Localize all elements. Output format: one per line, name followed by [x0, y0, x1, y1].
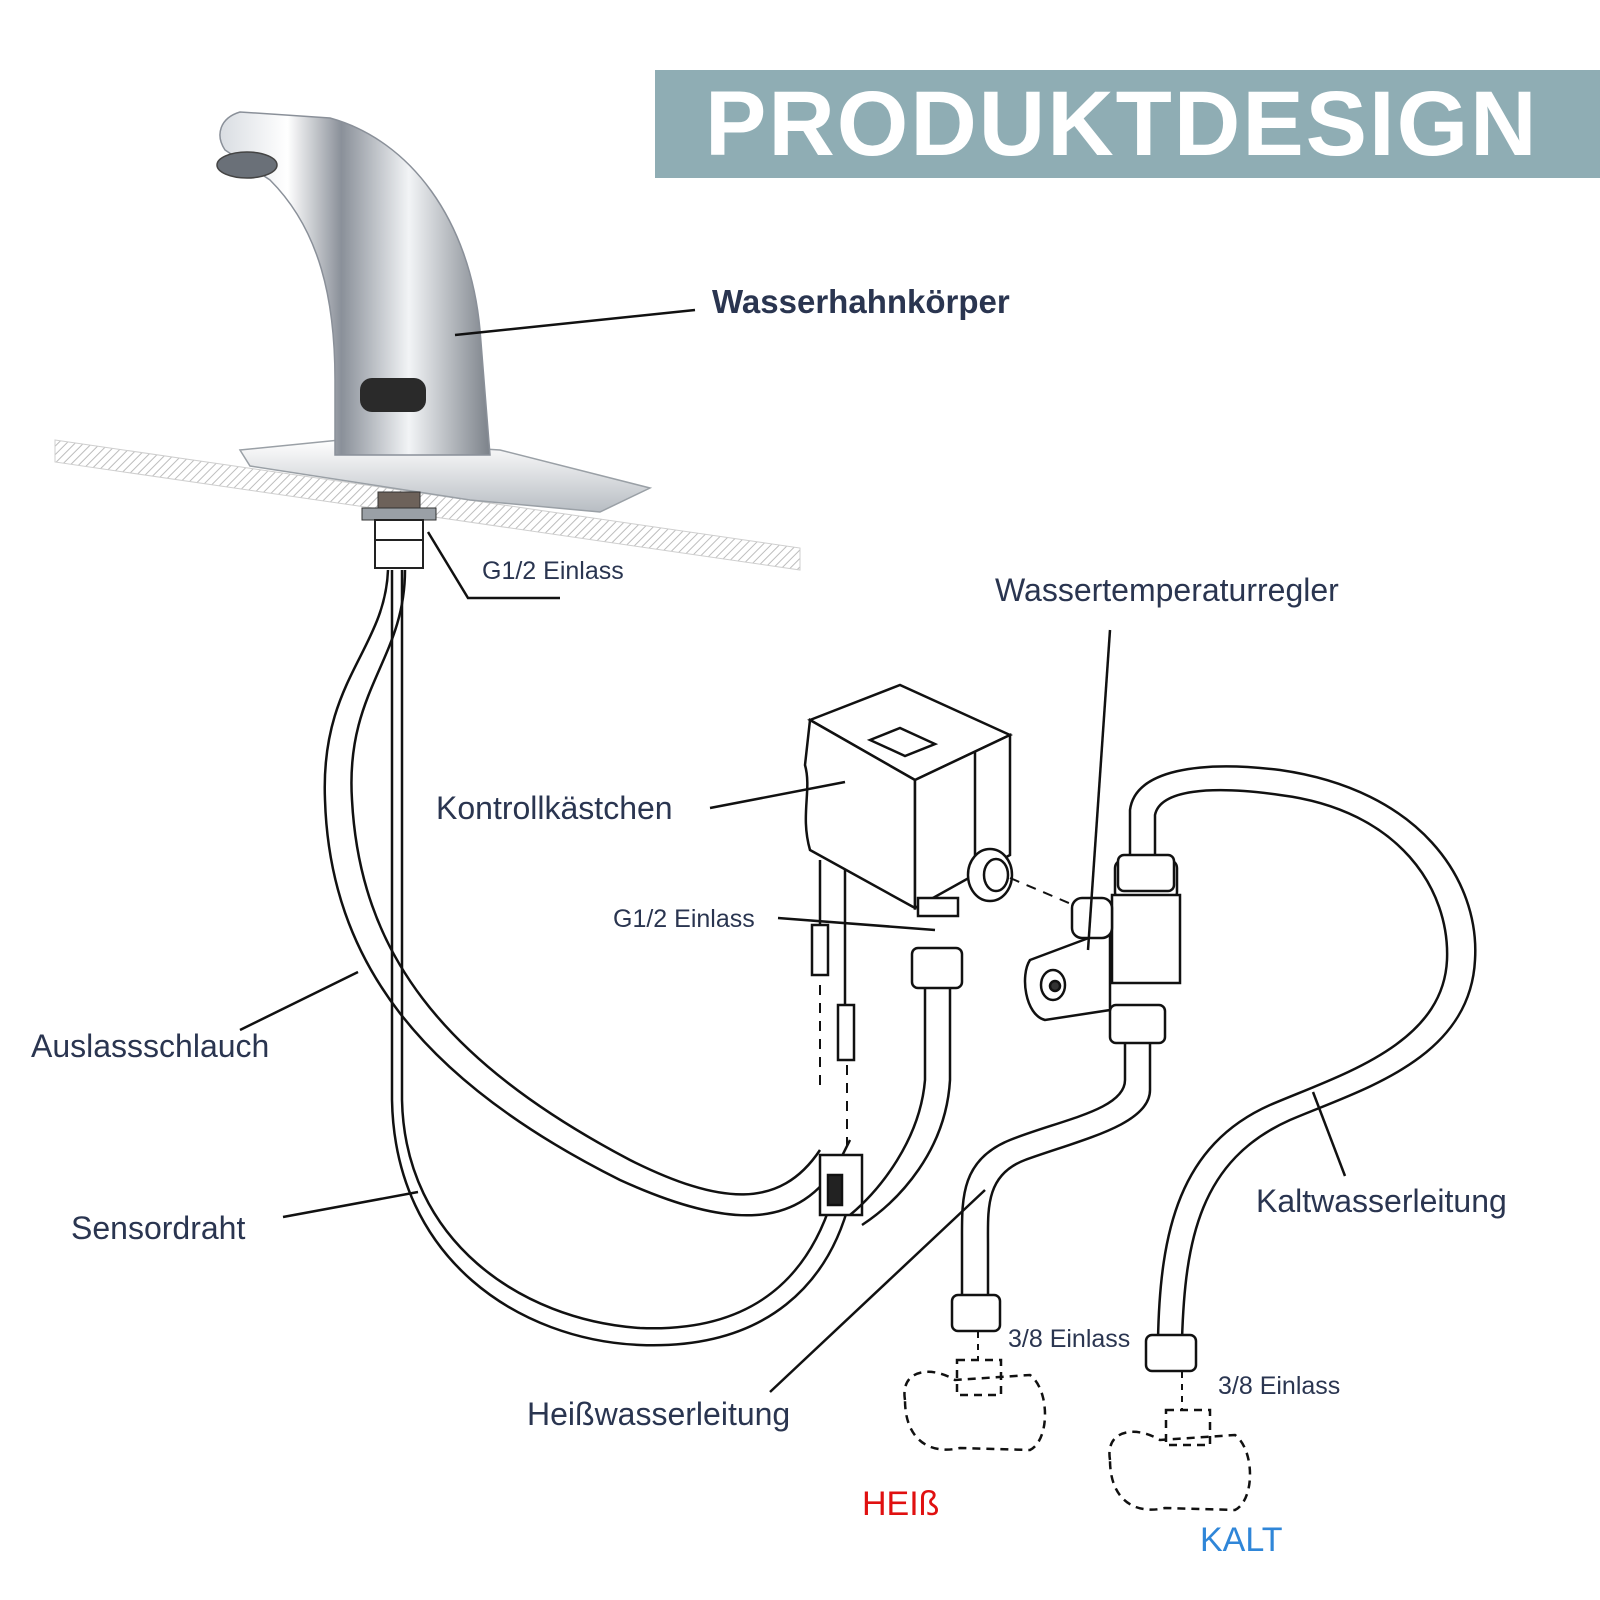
label-control-box: Kontrollkästchen — [436, 790, 673, 826]
angle-valve-icon — [904, 1360, 1250, 1510]
label-hot-line: Heißwasserleitung — [527, 1396, 790, 1432]
label-faucet-body: Wasserhahnkörper — [712, 284, 1010, 320]
label-cold: KALT — [1200, 1522, 1283, 1558]
label-sensor-wire: Sensordraht — [71, 1210, 245, 1246]
label-hot: HEIß — [862, 1486, 939, 1522]
label-temp-regulator: Wassertemperaturregler — [995, 572, 1339, 608]
page-title: PRODUKTDESIGN — [705, 74, 1539, 174]
box-outlet-hose — [850, 948, 962, 1225]
mixing-valve-icon — [1025, 855, 1180, 1043]
control-box-icon — [805, 685, 1012, 1215]
hot-water-line — [952, 1043, 1150, 1331]
label-inlet-cold: 3/8 Einlass — [1218, 1372, 1340, 1400]
label-outlet-hose: Auslassschlauch — [31, 1028, 269, 1064]
label-inlet-top: G1/2 Einlass — [482, 557, 624, 585]
label-inlet-box: G1/2 Einlass — [613, 905, 755, 933]
cold-water-line — [1130, 766, 1475, 1371]
label-cold-line: Kaltwasserleitung — [1256, 1183, 1507, 1219]
sensor-wire — [392, 570, 852, 1345]
label-inlet-hot: 3/8 Einlass — [1008, 1325, 1130, 1353]
